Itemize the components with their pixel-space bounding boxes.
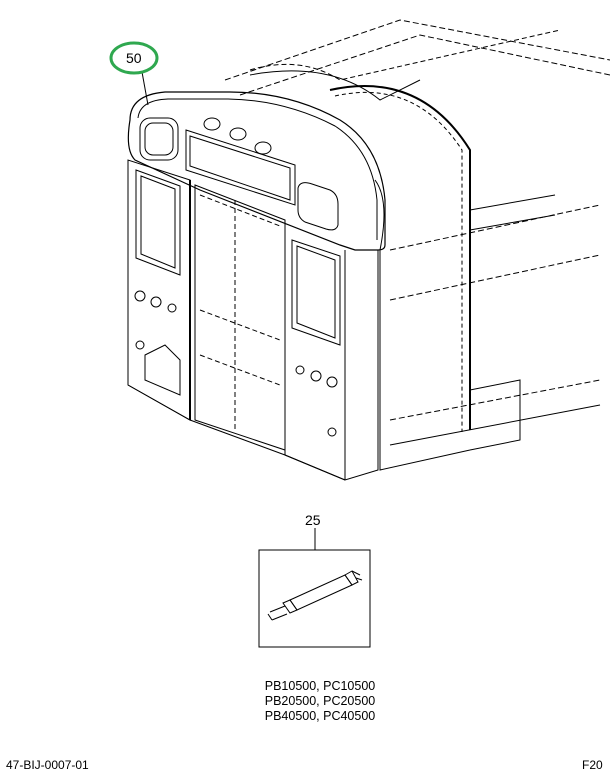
sealant-cartridge-icon [267,570,363,621]
callout-50-leader [109,41,159,106]
model-line: PB40500, PC40500 [264,709,376,723]
callout-25-number: 25 [305,512,321,528]
model-list: PB10500, PC10500 PB20500, PC20500 PB4050… [250,679,390,724]
model-line: PB10500, PC10500 [264,679,376,693]
model-line: PB20500, PC20500 [264,694,376,708]
bus-body-drawing [127,19,610,481]
document-id: 47-BIJ-0007-01 [6,758,89,772]
callout-50-ring [109,41,159,75]
callout-50-number: 50 [126,50,142,66]
page-code: F20 [582,758,603,772]
kit-25-box [258,549,371,648]
kit-25-group [258,528,371,648]
